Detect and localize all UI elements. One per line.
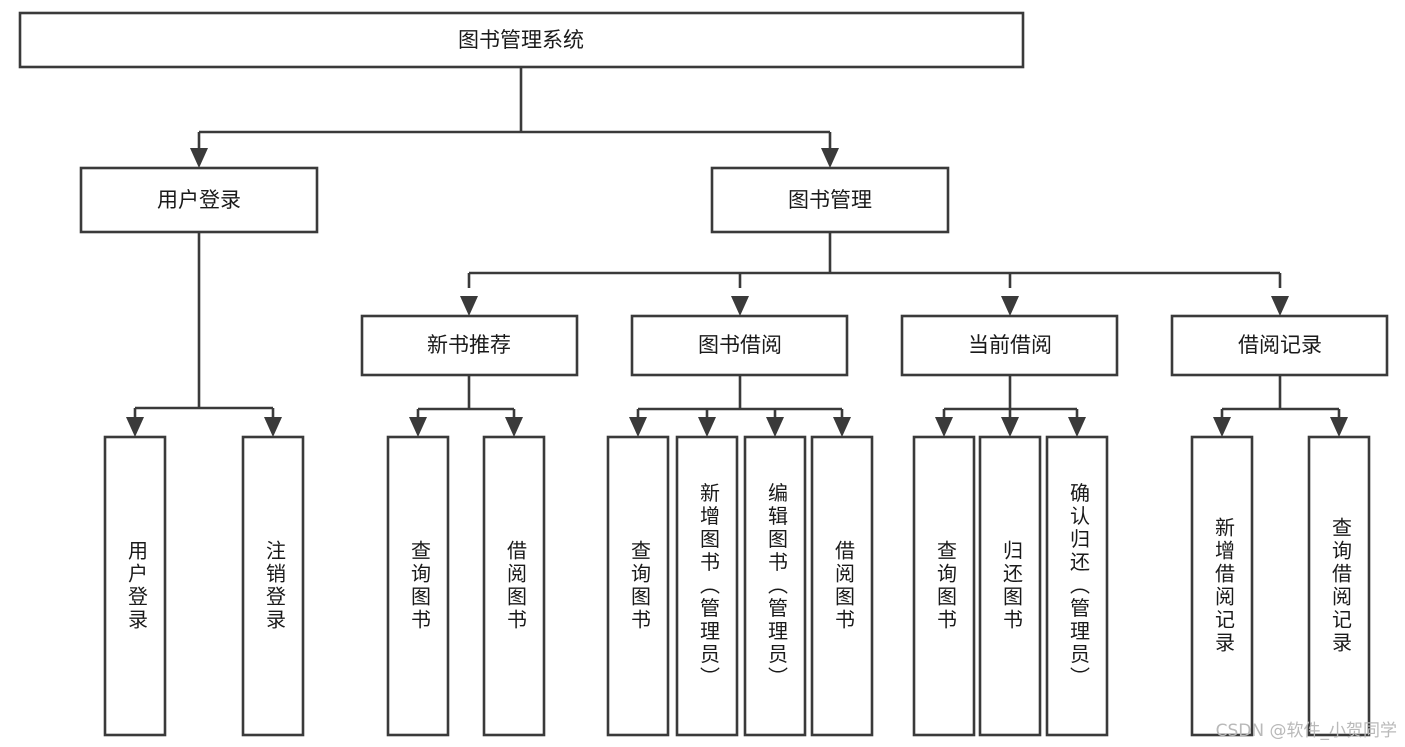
node-label-leaf-user-login: 用户登录 — [125, 540, 149, 632]
arrow-to-leaf-add-book — [698, 417, 716, 437]
connector-book-management-to-level3 — [460, 232, 1289, 316]
node-leaf-return-book[interactable]: 归还图书 — [978, 435, 1042, 737]
node-leaf-logout-login[interactable]: 注销登录 — [241, 435, 305, 737]
node-label-root: 图书管理系统 — [458, 28, 584, 52]
node-leaf-edit-book[interactable]: 编辑图书（管理员） — [743, 435, 807, 737]
arrow-to-leaf-edit-book — [766, 417, 784, 437]
arrow-to-leaf-borrow-book-1 — [505, 417, 523, 437]
connector-book-borrow-to-leaves — [629, 375, 851, 437]
arrow-to-user-login — [190, 148, 208, 168]
csdn-watermark: CSDN @软件_小贺同学 — [1215, 721, 1397, 741]
node-book-management-system[interactable]: 图书管理系统 — [18, 11, 1025, 69]
arrow-to-leaf-query-record — [1330, 417, 1348, 437]
node-label-leaf-return-book: 归还图书 — [1000, 540, 1024, 632]
node-leaf-query-record[interactable]: 查询借阅记录 — [1307, 435, 1371, 737]
arrow-to-leaf-add-record — [1213, 417, 1231, 437]
arrow-to-borrow-records — [1271, 296, 1289, 316]
node-label-user-login: 用户登录 — [157, 188, 241, 212]
node-leaf-add-record[interactable]: 新增借阅记录 — [1190, 435, 1254, 737]
connector-borrow-records-to-leaves — [1213, 375, 1348, 437]
node-label-leaf-query-book-3: 查询图书 — [934, 540, 958, 632]
node-book-management[interactable]: 图书管理 — [710, 166, 950, 234]
connector-user-login-to-leaves — [126, 232, 282, 437]
node-label-borrow-records: 借阅记录 — [1238, 333, 1322, 357]
arrow-to-leaf-logout-login — [264, 417, 282, 437]
arrow-to-leaf-borrow-book-2 — [833, 417, 851, 437]
node-leaf-add-book[interactable]: 新增图书（管理员） — [675, 435, 739, 737]
node-leaf-query-book-1[interactable]: 查询图书 — [386, 435, 450, 737]
connector-root-to-level2 — [190, 67, 839, 168]
connector-new-book-recommend-to-leaves — [409, 375, 523, 437]
node-label-book-borrow: 图书借阅 — [698, 333, 782, 357]
node-leaf-user-login[interactable]: 用户登录 — [103, 435, 167, 737]
arrow-to-leaf-query-book-3 — [935, 417, 953, 437]
node-leaf-confirm-return[interactable]: 确认归还（管理员） — [1045, 435, 1109, 737]
connector-current-borrow-to-leaves — [935, 375, 1086, 437]
node-leaf-query-book-3[interactable]: 查询图书 — [912, 435, 976, 737]
node-new-book-recommend[interactable]: 新书推荐 — [360, 314, 579, 377]
arrow-to-leaf-user-login — [126, 417, 144, 437]
node-leaf-borrow-book-1[interactable]: 借阅图书 — [482, 435, 546, 737]
node-label-leaf-query-record: 查询借阅记录 — [1329, 517, 1353, 655]
node-label-leaf-query-book-1: 查询图书 — [408, 540, 432, 632]
arrow-to-leaf-confirm-return — [1068, 417, 1086, 437]
node-leaf-query-book-2[interactable]: 查询图书 — [606, 435, 670, 737]
arrow-to-leaf-return-book — [1001, 417, 1019, 437]
arrow-to-leaf-query-book-2 — [629, 417, 647, 437]
node-label-current-borrow: 当前借阅 — [968, 333, 1052, 357]
arrow-to-book-management — [821, 148, 839, 168]
node-label-leaf-logout-login: 注销登录 — [263, 540, 287, 632]
node-user-login[interactable]: 用户登录 — [79, 166, 319, 234]
node-label-leaf-edit-book: 编辑图书（管理员） — [765, 482, 789, 689]
node-borrow-records[interactable]: 借阅记录 — [1170, 314, 1389, 377]
node-label-leaf-add-record: 新增借阅记录 — [1212, 517, 1236, 655]
node-label-leaf-query-book-2: 查询图书 — [628, 540, 652, 632]
node-label-new-book-recommend: 新书推荐 — [427, 333, 511, 357]
node-current-borrow[interactable]: 当前借阅 — [900, 314, 1119, 377]
node-label-leaf-borrow-book-1: 借阅图书 — [504, 540, 528, 632]
node-label-leaf-borrow-book-2: 借阅图书 — [832, 540, 856, 632]
arrow-to-leaf-query-book-1 — [409, 417, 427, 437]
node-label-leaf-add-book: 新增图书（管理员） — [697, 482, 721, 689]
node-book-borrow[interactable]: 图书借阅 — [630, 314, 849, 377]
arrow-to-current-borrow — [1001, 296, 1019, 316]
node-label-book-management: 图书管理 — [788, 188, 872, 212]
node-leaf-borrow-book-2[interactable]: 借阅图书 — [810, 435, 874, 737]
node-label-leaf-confirm-return: 确认归还（管理员） — [1067, 482, 1091, 689]
arrow-to-new-book-recommend — [460, 296, 478, 316]
arrow-to-book-borrow — [731, 296, 749, 316]
